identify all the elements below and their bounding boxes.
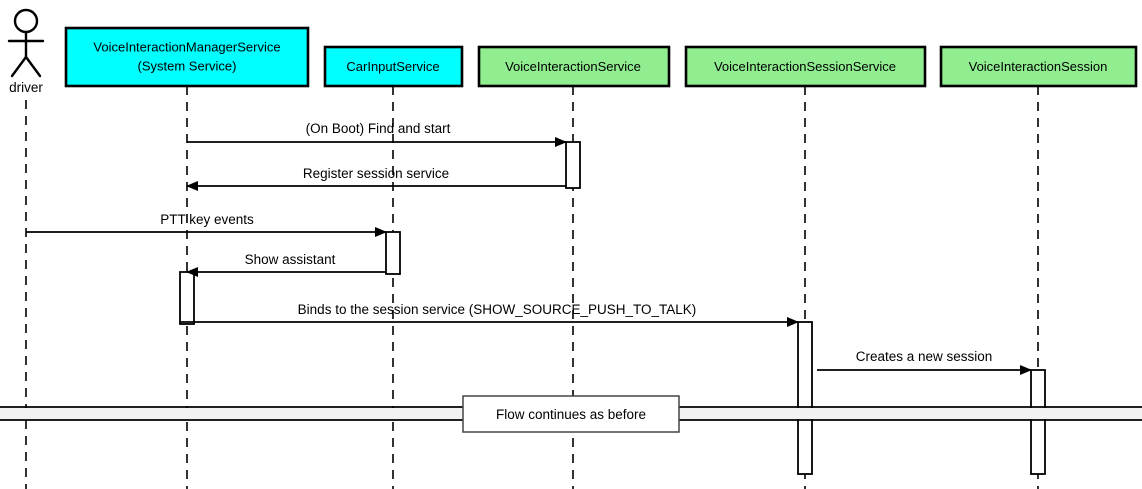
participant-box-vis[interactable] (477, 45, 671, 88)
actor-label: driver (9, 80, 43, 95)
participants-layer: VoiceInteractionManagerService (System Se… (64, 26, 1138, 88)
actor-head (13, 8, 39, 34)
participant-box-vims[interactable] (64, 26, 310, 88)
message-label-4: Show assistant (245, 252, 336, 267)
flow-divider: Flow continues as before (0, 395, 1142, 433)
message-label-6: Creates a new session (856, 349, 993, 364)
participant-viss[interactable]: VoiceInteractionSessionService (684, 45, 927, 88)
divider-note-label: Flow continues as before (496, 407, 646, 422)
participant-label-cis: CarInputService (346, 59, 439, 74)
message-label-2: Register session service (303, 166, 449, 181)
message-label-5: Binds to the session service (SHOW_SOURC… (298, 302, 697, 317)
actor-leg-left (10, 55, 28, 78)
activation-bar-vse (1030, 369, 1046, 475)
participant-vims[interactable]: VoiceInteractionManagerService (System Se… (64, 26, 310, 88)
activation-bar-vims (179, 271, 195, 325)
participant-label-vse: VoiceInteractionSession (969, 59, 1108, 74)
participant-box-viss[interactable] (684, 45, 927, 88)
participant-label-vis: VoiceInteractionService (505, 59, 641, 74)
participant-vis[interactable]: VoiceInteractionService (477, 45, 671, 88)
participant-cis[interactable]: CarInputService (323, 45, 464, 88)
activation-bar-vis (565, 141, 581, 189)
message-label-1: (On Boot) Find and start (306, 121, 451, 136)
activation-bar-cis (385, 231, 401, 275)
actor-leg-right (24, 55, 42, 78)
participant-label-vims-line1: VoiceInteractionManagerService (93, 39, 280, 54)
actor-driver[interactable]: driver (7, 8, 45, 95)
divider-note-box (462, 395, 680, 433)
participant-box-cis[interactable] (323, 45, 464, 88)
participant-label-viss: VoiceInteractionSessionService (714, 59, 896, 74)
participant-label-vims-line2: (System Service) (138, 58, 237, 73)
participant-vse[interactable]: VoiceInteractionSession (939, 45, 1138, 88)
activation-bar-viss (797, 321, 813, 475)
participant-box-vse[interactable] (939, 45, 1138, 88)
message-label-3: PTT key events (160, 212, 254, 227)
